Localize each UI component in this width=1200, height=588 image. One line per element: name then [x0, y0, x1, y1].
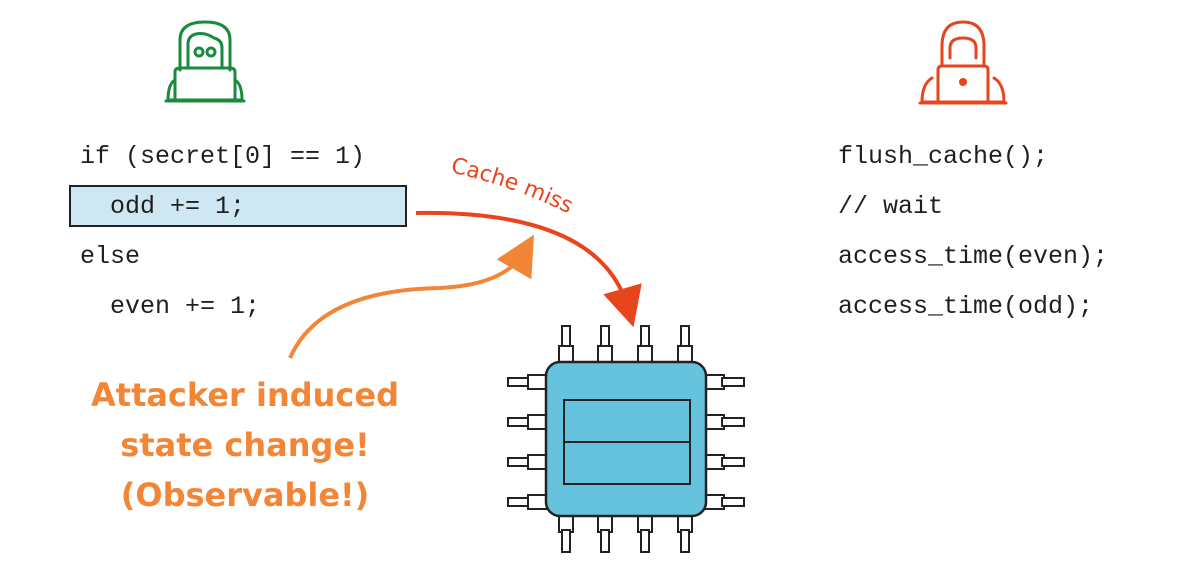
chip-pin-bottom-2 [640, 529, 650, 553]
chip-pin-top-3 [680, 325, 690, 349]
attacker-code-line-2: // wait [838, 192, 944, 221]
highlighted-line-box [69, 185, 407, 227]
victim-code-line-4: even += 1; [80, 292, 261, 321]
attacker-code-line-1: flush_cache(); [838, 142, 1049, 171]
cache-lower [563, 441, 691, 485]
chip-pin-right-2 [721, 457, 745, 467]
victim-code-line-1: if (secret[0] == 1) [80, 142, 366, 171]
chip-pin-top-0 [561, 325, 571, 349]
chip-pin-left-1 [507, 417, 531, 427]
chip-pin-bottom-0 [561, 529, 571, 553]
state-change-arrow [288, 234, 534, 359]
chip-pin-left-0 [507, 377, 531, 387]
chip-pin-top-1 [600, 325, 610, 349]
chip-pin-right-1 [721, 417, 745, 427]
attacker-code-line-4: access_time(odd); [838, 292, 1094, 321]
chip-pin-right-3 [721, 497, 745, 507]
attacker-code-line-3: access_time(even); [838, 242, 1109, 271]
chip-pin-top-2 [640, 325, 650, 349]
chip-pin-bottom-1 [600, 529, 610, 553]
chip-pin-right-0 [721, 377, 745, 387]
victim-code-line-2: odd += 1; [80, 192, 246, 221]
annotation-line-1: Attacker induced [91, 376, 399, 414]
chip-pin-left-3 [507, 497, 531, 507]
annotation-text: Attacker induced state change! (Observab… [60, 370, 430, 520]
annotation-line-3: (Observable!) [120, 476, 370, 514]
cache-miss-arrow [415, 210, 642, 328]
annotation-line-2: state change! [120, 426, 370, 464]
cache-upper [563, 399, 691, 443]
chip-pin-left-2 [507, 457, 531, 467]
victim-code-line-3: else [80, 242, 141, 271]
chip-pin-bottom-3 [680, 529, 690, 553]
